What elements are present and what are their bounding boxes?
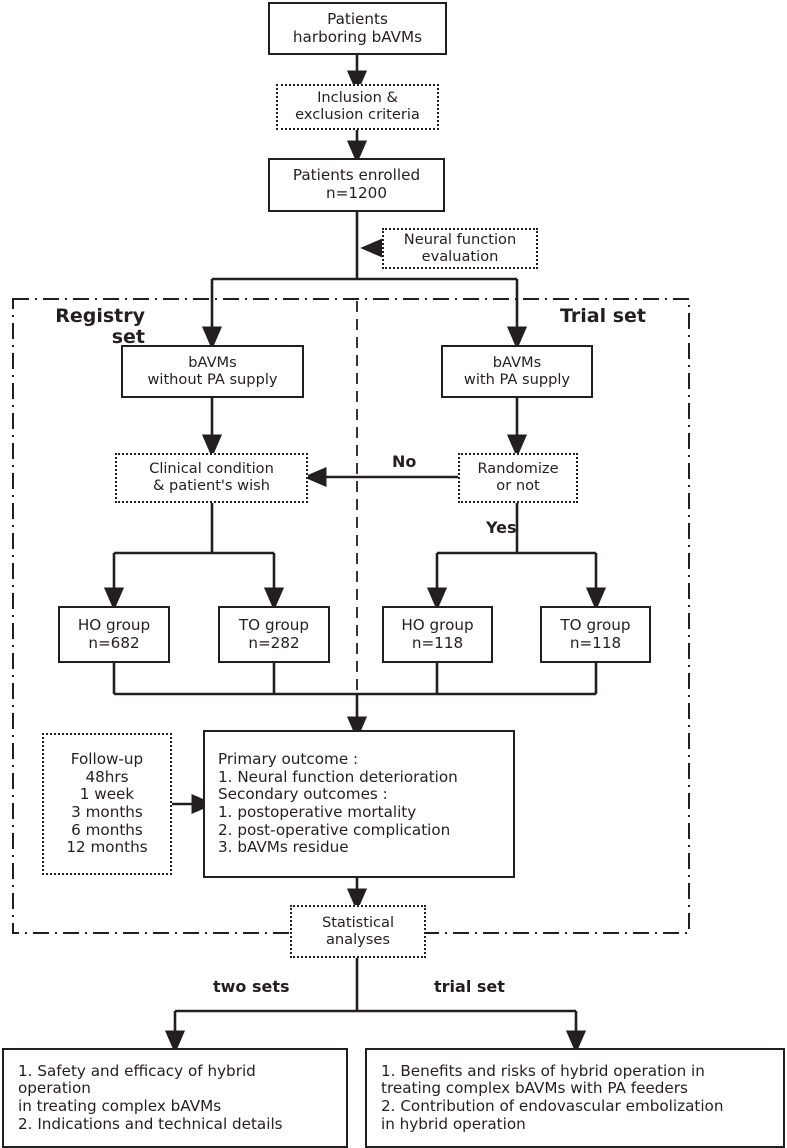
conclusion-right-line-2: 2. Contribution of endovascular emboliza…	[381, 1097, 724, 1115]
followup-line-1: 48hrs	[85, 767, 129, 786]
node-neural-eval-line2: evaluation	[421, 247, 499, 265]
node-trial-ho-line2: n=118	[411, 633, 464, 652]
outcomes-line-2: Secondary outcomes :	[218, 785, 388, 804]
statistical-line1: Statistical	[321, 913, 395, 931]
conclusion-right-line-0: 1. Benefits and risks of hybrid operatio…	[381, 1061, 705, 1080]
node-bavms-with-line2: with PA supply	[463, 370, 571, 388]
outcomes-line-0: Primary outcome :	[218, 750, 359, 769]
node-neural-function-evaluation: Neural function evaluation	[382, 228, 538, 269]
node-trial-to-line1: TO group	[560, 615, 631, 634]
node-randomize-or-not: Randomize or not	[458, 453, 578, 503]
node-trial-to-group: TO group n=118	[540, 606, 651, 663]
node-registry-ho-group: HO group n=682	[58, 606, 170, 663]
node-neural-eval-line1: Neural function	[403, 230, 517, 248]
node-enrolled-line1: Patients enrolled	[292, 166, 421, 185]
node-randomize-line2: or not	[496, 477, 540, 494]
node-patients-harboring-line2: harboring bAVMs	[292, 27, 423, 46]
label-no: No	[392, 452, 417, 471]
label-trial-set: Trial set	[560, 305, 646, 327]
node-reg-ho-line1: HO group	[77, 615, 151, 634]
node-registry-to-group: TO group n=282	[218, 606, 330, 663]
node-trial-ho-group: HO group n=118	[382, 606, 493, 663]
node-patients-harboring: Patients harboring bAVMs	[268, 2, 447, 55]
node-trial-to-line2: n=118	[569, 633, 622, 652]
node-bavms-without-pa: bAVMs without PA supply	[121, 345, 304, 398]
label-registry-set: Registry set	[55, 305, 145, 349]
sets-container-border	[12, 298, 690, 934]
node-statistical-analyses: Statistical analyses	[290, 905, 426, 958]
node-inclusion-criteria: Inclusion & exclusion criteria	[276, 84, 439, 130]
node-patients-harboring-line1: Patients	[327, 9, 388, 28]
node-inclusion-line2: exclusion criteria	[295, 106, 420, 123]
label-two-sets: two sets	[213, 977, 290, 996]
node-clinical-line1: Clinical condition	[149, 460, 274, 478]
node-bavms-without-line2: without PA supply	[147, 370, 278, 388]
outcomes-line-3: 1. postoperative mortality	[218, 803, 417, 821]
node-reg-ho-line2: n=682	[88, 633, 140, 652]
node-inclusion-line1: Inclusion &	[317, 89, 398, 107]
conclusion-left-line-1: operation	[18, 1079, 91, 1098]
conclusion-left-line-3: 2. Indications and technical details	[18, 1114, 283, 1133]
node-trial-ho-line1: HO group	[401, 615, 474, 634]
node-clinical-condition: Clinical condition & patient's wish	[115, 453, 308, 503]
conclusion-left-line-0: 1. Safety and efficacy of hybrid	[18, 1061, 256, 1080]
outcomes-line-1: 1. Neural function deterioration	[218, 767, 458, 786]
node-outcomes: Primary outcome : 1. Neural function det…	[203, 730, 515, 878]
node-conclusion-left: 1. Safety and efficacy of hybrid operati…	[2, 1048, 348, 1148]
node-patients-enrolled: Patients enrolled n=1200	[268, 158, 445, 212]
node-conclusion-right: 1. Benefits and risks of hybrid operatio…	[365, 1048, 785, 1148]
node-reg-to-line2: n=282	[248, 633, 300, 652]
statistical-line2: analyses	[325, 930, 390, 948]
node-enrolled-line2: n=1200	[325, 184, 387, 202]
outcomes-line-5: 3. bAVMs residue	[218, 838, 349, 857]
node-bavms-with-pa: bAVMs with PA supply	[441, 345, 593, 398]
outcomes-line-4: 2. post-operative complication	[218, 820, 451, 839]
label-trial-set-edge: trial set	[434, 977, 505, 996]
followup-line-2: 1 week	[79, 785, 135, 804]
conclusion-right-line-3: in hybrid operation	[381, 1114, 526, 1133]
node-reg-to-line1: TO group	[238, 615, 310, 634]
node-clinical-line2: & patient's wish	[152, 477, 271, 494]
label-yes: Yes	[486, 518, 517, 537]
node-followup: Follow-up 48hrs 1 week 3 months 6 months…	[42, 733, 172, 875]
followup-line-4: 6 months	[71, 820, 143, 839]
conclusion-right-line-1: treating complex bAVMs with PA feeders	[381, 1079, 688, 1098]
followup-line-3: 3 months	[71, 803, 143, 821]
conclusion-left-line-2: in treating complex bAVMs	[18, 1097, 222, 1115]
followup-line-0: Follow-up	[70, 750, 144, 769]
node-bavms-with-line1: bAVMs	[492, 353, 542, 371]
node-bavms-without-line1: bAVMs	[188, 353, 237, 371]
followup-line-5: 12 months	[66, 838, 148, 857]
node-randomize-line1: Randomize	[477, 460, 559, 478]
